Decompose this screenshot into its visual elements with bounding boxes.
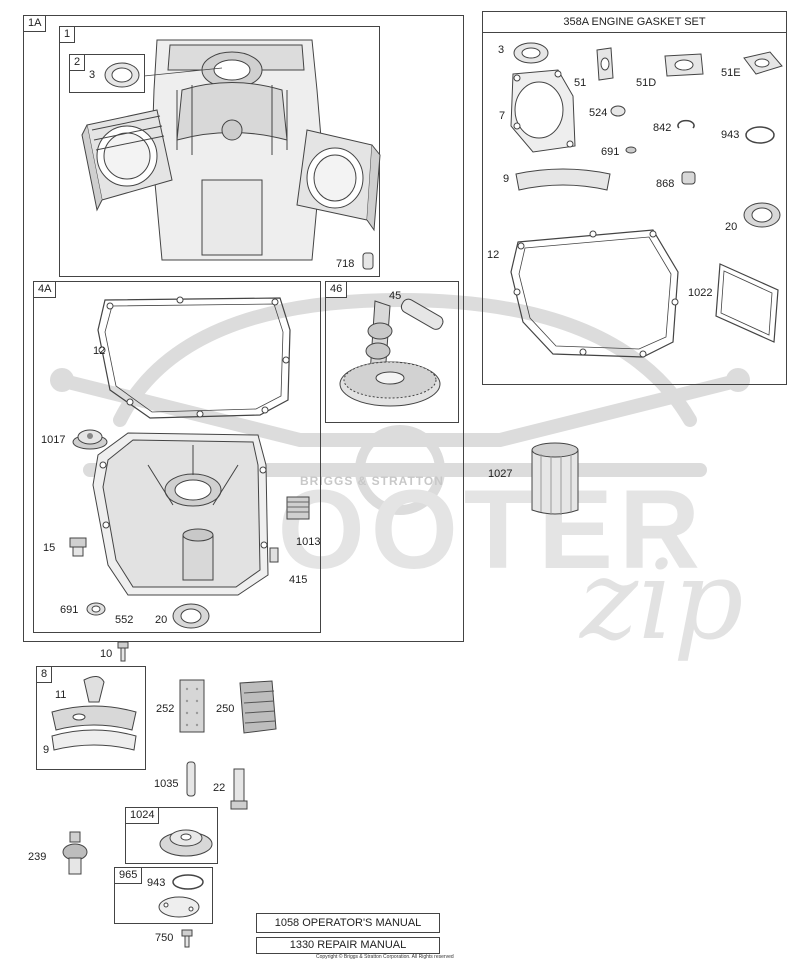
- label-g691: 691: [601, 146, 620, 158]
- label-750: 750: [155, 932, 174, 944]
- oil-fill-cap-icon: [72, 429, 108, 450]
- box-2: 2: [69, 54, 145, 93]
- label-g1022: 1022: [688, 287, 713, 299]
- box-46: 46: [325, 281, 459, 423]
- label-11: 11: [55, 689, 67, 701]
- repair-manual-label: 1330 REPAIR MANUAL: [256, 937, 440, 954]
- label-g524: 524: [589, 107, 608, 119]
- label-g868: 868: [656, 178, 675, 190]
- bolt-icon: [230, 768, 248, 810]
- label-g3: 3: [498, 44, 505, 56]
- seal-ring-icon: [513, 42, 549, 64]
- oil-pump-icon: [159, 829, 213, 857]
- box-1a: 1A: [23, 15, 464, 642]
- box-46-tag: 46: [325, 281, 348, 298]
- watermark-brand-text: BRIGGS & STRATTON: [300, 474, 444, 488]
- watermark-zip-text: zip: [580, 536, 744, 664]
- label-9: 9: [43, 744, 50, 756]
- label-22: 22: [213, 782, 226, 794]
- dowel-pin-icon: [186, 761, 196, 797]
- oil-pressure-switch-icon: [62, 831, 88, 875]
- washer-icon: [625, 146, 637, 154]
- oil-filter-icon: [531, 442, 579, 515]
- oil-screen-icon: [286, 496, 310, 520]
- box-965: 965: [114, 867, 213, 924]
- label-718: 718: [336, 258, 355, 270]
- label-15: 15: [43, 542, 56, 554]
- crankcase-cover-icon: [92, 432, 269, 596]
- label-552: 552: [115, 614, 134, 626]
- gasket-icon: [743, 51, 783, 75]
- filter-element-icon: [179, 679, 205, 733]
- seal-ring-icon: [104, 62, 140, 88]
- label-1017: 1017: [41, 434, 66, 446]
- bolt-icon: [117, 641, 129, 662]
- box-1: 1: [59, 26, 380, 277]
- label-12-gasket: 12: [93, 345, 106, 357]
- label-943: 943: [147, 877, 166, 889]
- gasket-icon: [596, 47, 614, 81]
- head-gasket-icon: [510, 69, 576, 153]
- pump-cover-icon: [158, 896, 200, 918]
- fitting-icon: [681, 171, 696, 185]
- o-ring-icon: [172, 874, 204, 890]
- camshaft-gear-icon: [339, 298, 444, 407]
- label-1027: 1027: [488, 468, 513, 480]
- box-8-tag: 8: [36, 666, 53, 683]
- label-g51E: 51E: [721, 67, 741, 79]
- label-10: 10: [100, 648, 113, 660]
- label-g51D: 51D: [636, 77, 657, 89]
- label-g9: 9: [503, 173, 510, 185]
- label-g51: 51: [574, 77, 587, 89]
- retaining-ring-icon: [677, 119, 695, 129]
- washer-icon: [610, 105, 626, 117]
- seal-ring-icon: [172, 603, 210, 629]
- filter-element-icon: [239, 680, 277, 734]
- washer-icon: [86, 602, 106, 616]
- box-engine-gasket-set: 358A ENGINE GASKET SET: [482, 11, 787, 385]
- box-1024-tag: 1024: [125, 807, 160, 824]
- label-g842: 842: [653, 122, 672, 134]
- gasket-icon: [664, 53, 704, 77]
- box-4a: 4A: [33, 281, 321, 633]
- box-8: 8: [36, 666, 146, 770]
- copyright-notice: Copyright © Briggs & Stratton Corporatio…: [316, 954, 454, 960]
- label-1013: 1013: [296, 536, 321, 548]
- dowel-pin-icon: [362, 252, 374, 270]
- label-g20: 20: [725, 221, 738, 233]
- o-ring-icon: [745, 126, 775, 144]
- engine-block-icon: [81, 39, 381, 261]
- box-1-tag: 1: [59, 26, 76, 43]
- label-g7: 7: [499, 110, 506, 122]
- gasket-set-title: 358A ENGINE GASKET SET: [483, 12, 786, 33]
- bolt-icon: [181, 929, 193, 948]
- label-252: 252: [156, 703, 175, 715]
- box-965-tag: 965: [114, 867, 143, 884]
- label-250: 250: [216, 703, 235, 715]
- label-691: 691: [60, 604, 79, 616]
- label-g943: 943: [721, 129, 740, 141]
- label-239: 239: [28, 851, 47, 863]
- crankcase-gasket-icon: [510, 229, 679, 358]
- gasket-icon: [715, 263, 779, 343]
- breather-assembly-icon: [51, 676, 137, 751]
- drain-plug-icon: [69, 537, 87, 557]
- label-1035: 1035: [154, 778, 179, 790]
- label-3-seal: 3: [89, 69, 96, 81]
- label-415: 415: [289, 574, 308, 586]
- gasket-icon: [97, 296, 291, 419]
- label-45: 45: [389, 290, 402, 302]
- box-1a-tag: 1A: [23, 15, 47, 32]
- operators-manual-label: 1058 OPERATOR'S MANUAL: [256, 913, 440, 933]
- gasket-icon: [515, 168, 611, 191]
- label-20-seal: 20: [155, 614, 168, 626]
- label-g12: 12: [487, 249, 500, 261]
- fitting-icon: [269, 547, 279, 563]
- seal-ring-icon: [743, 202, 781, 228]
- box-2-tag: 2: [69, 54, 86, 71]
- box-4a-tag: 4A: [33, 281, 57, 298]
- box-1024: 1024: [125, 807, 218, 864]
